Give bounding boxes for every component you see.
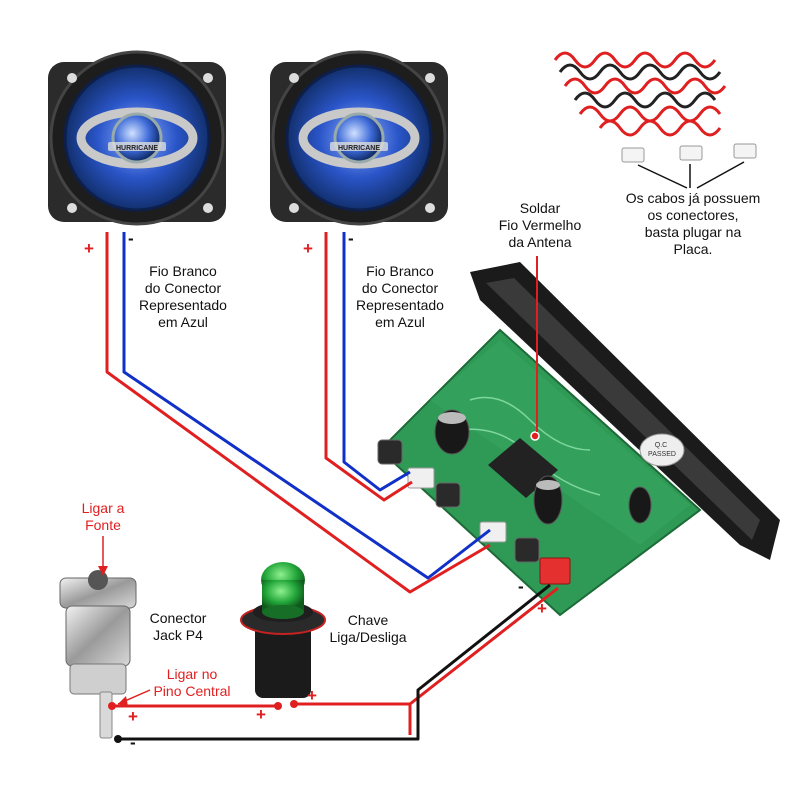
speaker1-wire-label: Fio Branco do Conector Representado em A… [139,263,227,330]
minus-sign: - [518,577,524,596]
wire-power-switched [294,702,412,735]
qc-sticker-label: Q.C [655,442,667,449]
plus-sign: + [84,239,94,258]
wire-power-to-board [409,586,559,706]
power-source-label: Ligar a Fonte [81,500,125,533]
wire-speaker2-negative [342,232,411,492]
push-switch-icon [240,562,326,698]
cables-note-label: Os cabos já possuem os conectores, basta… [625,190,761,257]
jack-p4-icon [59,570,137,739]
wire-speaker1-positive [105,232,491,594]
plus-sign: + [256,705,266,724]
plus-sign: + [307,686,317,705]
switch-label: Chave Liga/Desliga [329,612,407,645]
jack-label: Conector Jack P4 [149,610,207,643]
minus-sign: - [128,229,134,248]
mp3-board-icon: Q.C PASSED [377,262,780,617]
plus-sign: + [537,599,547,618]
antenna-label: Soldar Fio Vermelho da Antena [498,200,582,250]
speaker-icon: HURRICANE [270,50,448,226]
qc-sticker-label: PASSED [648,451,676,458]
minus-sign: - [130,733,136,752]
wire-speaker1-negative [122,232,491,580]
center-pin-label: Ligar no Pino Central [153,666,231,699]
minus-sign: - [348,229,354,248]
speaker-brand: HURRICANE [116,145,158,152]
cable-bundle-icon [553,51,757,189]
wire-speaker2-positive [324,232,413,502]
plus-sign: + [303,239,313,258]
wire-ground [118,583,551,741]
plus-sign: + [128,707,138,726]
speaker2-wire-label: Fio Branco do Conector Representado em A… [356,263,444,330]
svg-text:Q.C PASSED: Q.C PASSED [648,442,676,458]
speaker-icon: HURRICANE [48,50,226,226]
speaker-brand: HURRICANE [338,145,380,152]
